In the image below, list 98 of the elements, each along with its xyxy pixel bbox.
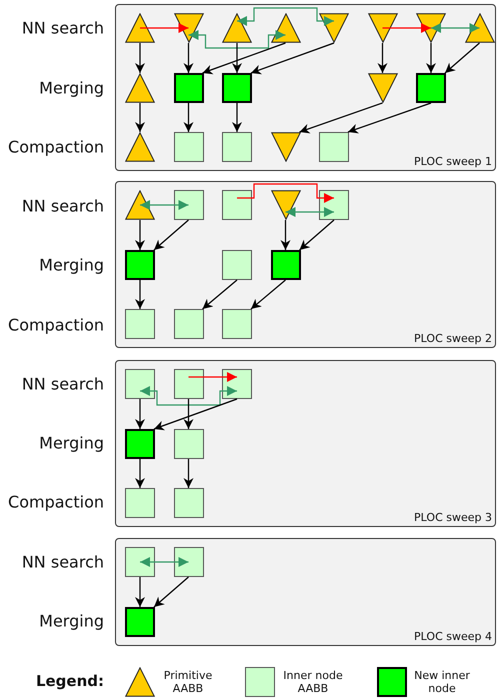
arrow [154, 220, 189, 250]
inner-node-square [174, 369, 204, 399]
stage-label: Compaction [8, 138, 104, 156]
new-inner-node-square [125, 250, 155, 280]
stage-label: NN search [22, 18, 104, 38]
arrow [135, 459, 145, 488]
inner-node-square [125, 488, 155, 518]
primitive-inverted-triangle [368, 13, 398, 43]
sweep-title: PLOC sweep 3 [414, 511, 492, 524]
arrow [154, 398, 238, 430]
arrow [232, 103, 242, 132]
stage-label: Merging [39, 434, 104, 452]
primitive-inverted-triangle [174, 13, 204, 43]
arrow [188, 372, 237, 382]
arrow [378, 43, 388, 73]
primitive-triangle [222, 13, 252, 43]
arrow [135, 43, 145, 73]
new-inner-node-square [222, 73, 252, 103]
arrow [237, 183, 334, 203]
primitive-triangle [125, 73, 155, 103]
arrow [299, 220, 334, 250]
arrow [232, 43, 242, 73]
inner-node-square [174, 309, 204, 339]
primitive-inverted-triangle [270, 190, 300, 220]
arrow [202, 280, 238, 310]
primitive-inverted-triangle [319, 13, 349, 43]
legend-text: Inner node AABB [282, 669, 344, 695]
arrow [280, 220, 290, 250]
new-inner-node-square [174, 73, 204, 103]
sweep-title: PLOC sweep 4 [414, 630, 492, 643]
arrow [135, 280, 145, 309]
inner-node-square [174, 488, 204, 518]
new-inner-node-square [270, 250, 300, 280]
inner-node-square [222, 190, 252, 220]
arrow [135, 399, 145, 429]
sweep-title: PLOC sweep 2 [414, 332, 492, 345]
inner-node-square [222, 132, 252, 162]
primitive-inverted-triangle [270, 132, 300, 162]
arrow [184, 103, 194, 132]
inner-node-square [174, 547, 204, 577]
arrow [250, 42, 334, 74]
stage-label: Merging [39, 256, 104, 274]
new-inner-node-square [125, 429, 155, 459]
arrow [135, 103, 145, 132]
sweep-panel [115, 538, 496, 646]
primitive-triangle [270, 13, 300, 43]
legend-text: Primitive AABB [162, 669, 214, 695]
arrow [184, 399, 194, 429]
new-inner-node-square [125, 607, 155, 637]
stage-label: Compaction [8, 316, 104, 334]
primitive-inverted-triangle [368, 73, 398, 103]
arrow [135, 220, 145, 250]
new-inner-node-square [416, 73, 446, 103]
legend-text: New inner node [413, 669, 471, 695]
arrow [444, 42, 480, 74]
arrow [426, 43, 436, 73]
primitive-triangle [125, 190, 155, 220]
arrow [140, 200, 188, 210]
arrow [188, 30, 286, 49]
sweep-panel [115, 181, 496, 348]
primitive-triangle [464, 13, 494, 43]
inner-node-square [222, 309, 252, 339]
arrow [140, 23, 188, 33]
arrow [250, 280, 286, 310]
stage-label: NN search [22, 552, 104, 572]
arrow [184, 459, 194, 488]
stage-label: NN search [22, 374, 104, 394]
arrow [299, 102, 383, 134]
arrow [154, 576, 189, 608]
inner-node-square [319, 132, 349, 162]
arrow [135, 577, 145, 607]
inner-node-square [125, 547, 155, 577]
stage-label: NN search [22, 196, 104, 216]
primitive-inverted-triangle [416, 13, 446, 43]
legend-heading: Legend: [36, 672, 104, 690]
arrow [431, 23, 480, 33]
arrow [382, 23, 431, 33]
sweep-panel [115, 4, 496, 171]
inner-node-square [125, 309, 155, 339]
arrow [184, 43, 194, 73]
arrow [202, 42, 286, 74]
inner-node-square [222, 250, 252, 280]
stage-label: Merging [39, 78, 104, 98]
inner-node-square [174, 190, 204, 220]
sweep-panel [115, 360, 496, 527]
inner-node-square [174, 132, 204, 162]
arrow [286, 207, 334, 217]
primitive-triangle [125, 132, 155, 162]
arrow [140, 557, 188, 567]
arrow [237, 7, 334, 26]
inner-node-square [174, 429, 204, 459]
inner-node-square [125, 369, 155, 399]
primitive-triangle [125, 13, 155, 43]
stage-label: Merging [39, 612, 104, 630]
arrow [140, 386, 237, 406]
sweep-title: PLOC sweep 1 [414, 155, 492, 168]
arrow [348, 102, 432, 134]
stage-label: Compaction [8, 492, 104, 512]
